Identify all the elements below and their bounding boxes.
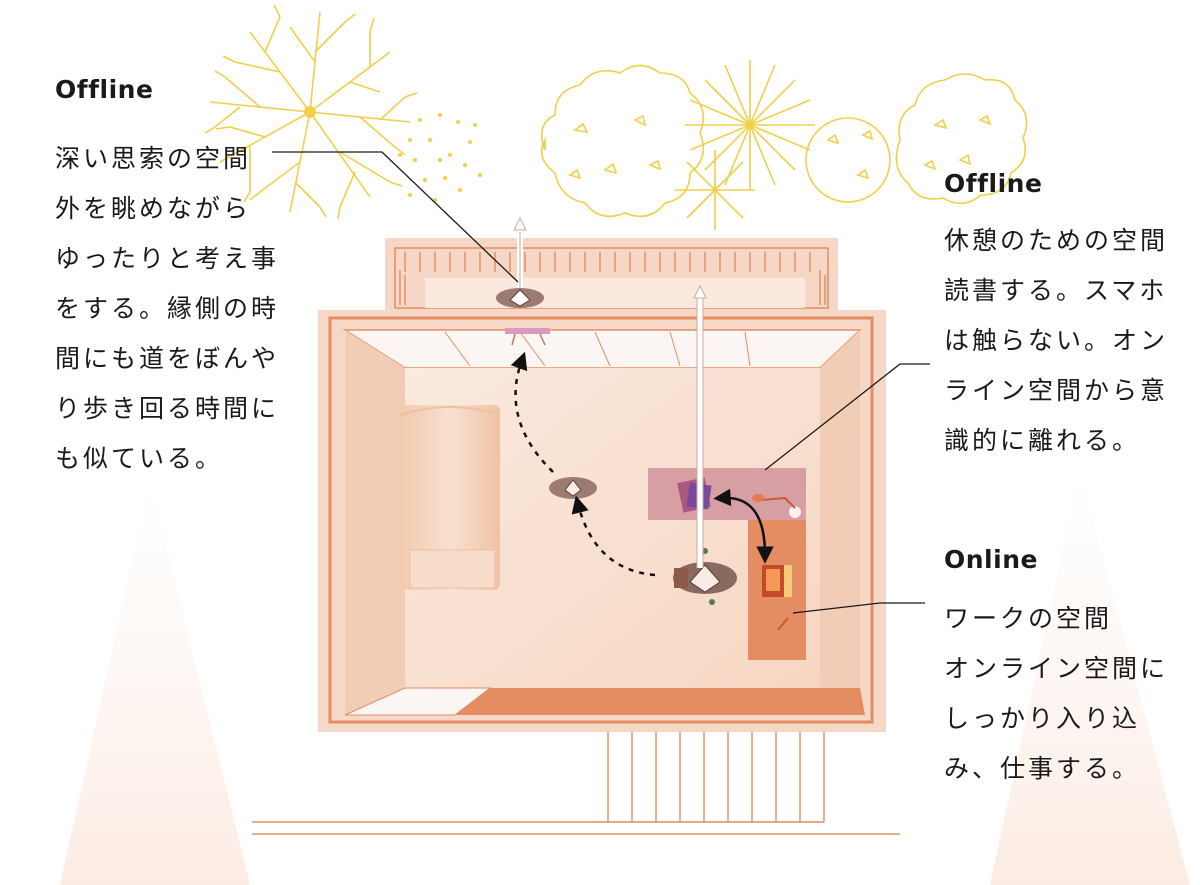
person-icon-middle: [549, 477, 597, 499]
laptop-icon: [762, 565, 792, 597]
tree-icon-leafy-2: [805, 117, 891, 203]
tree-icon-dots: [398, 113, 482, 202]
annotation-line: をする。縁側の時: [55, 294, 280, 323]
annotation-line: は触らない。オン: [944, 326, 1169, 355]
light-beams: [60, 470, 1190, 885]
annotation-offline-rest: Offline 休憩のための空間 読書する。スマホ は触らない。オン ライン空間…: [944, 168, 1168, 466]
arrow-desk-switch: [713, 488, 774, 564]
annotation-body: ワークの空間 オンライン空間に しっかり入り込 み、仕事する。: [944, 594, 1168, 794]
tree-canopy-group: [204, 4, 1028, 230]
annotation-line: 外を眺めながら: [55, 194, 252, 223]
dashed-arrow-to-porch: [510, 351, 554, 473]
annotation-offline-thinking: Offline 深い思索の空間 外を眺めながら ゆったりと考え事 をする。縁側の…: [55, 74, 279, 484]
annotation-line: み、仕事する。: [944, 754, 1141, 783]
bed-furniture: [399, 405, 501, 590]
annotation-body: 深い思索の空間 外を眺めながら ゆったりと考え事 をする。縁側の時 間にも道をぼ…: [55, 134, 279, 484]
annotation-line: ライン空間から意: [944, 376, 1169, 405]
annotation-line: 間にも道をぼんや: [55, 344, 280, 373]
tree-icon-radial-small: [675, 150, 755, 230]
dashed-arrow-to-middle: [571, 495, 656, 577]
annotation-line: しっかり入り込: [944, 704, 1141, 733]
leader-line-online-right: [792, 602, 925, 614]
tree-icon-branchy-left: [204, 4, 418, 220]
view-arrow-porch: [513, 216, 527, 288]
annotation-line: 識的に離れる。: [944, 426, 1141, 455]
annotation-line: 深い思索の空間: [55, 144, 252, 173]
annotation-line: 読書する。スマホ: [944, 276, 1168, 305]
annotation-line: も似ている。: [55, 444, 224, 473]
upper-porch: [385, 238, 838, 318]
annotation-title: Online: [944, 545, 1038, 574]
person-icon-porch: [496, 288, 550, 346]
annotation-body: 休憩のための空間 読書する。スマホ は触らない。オン ライン空間から意 識的に離…: [944, 216, 1168, 466]
annotation-title: Offline: [944, 169, 1043, 198]
annotation-line: 休憩のための空間: [944, 226, 1169, 255]
annotation-online-work: Online ワークの空間 オンライン空間に しっかり入り込 み、仕事する。: [944, 544, 1168, 794]
person-icon-desk: [673, 548, 737, 605]
tree-icon-leafy-1: [540, 64, 705, 218]
annotation-line: ゆったりと考え事: [55, 244, 280, 273]
leader-line-offline-right: [764, 363, 930, 471]
view-arrow-room: [693, 284, 707, 568]
foundation-lines: [252, 732, 900, 835]
annotation-title: Offline: [55, 75, 154, 104]
annotation-line: り歩き回る時間に: [55, 394, 280, 423]
leader-lines: [272, 151, 930, 614]
movement-arrows: [510, 351, 774, 577]
leader-line-offline-left: [272, 151, 519, 283]
tree-icon-radial: [685, 60, 815, 190]
tree-icon-leafy-3: [895, 73, 1028, 205]
annotation-line: ワークの空間: [944, 604, 1113, 633]
annotation-line: オンライン空間に: [944, 654, 1169, 683]
